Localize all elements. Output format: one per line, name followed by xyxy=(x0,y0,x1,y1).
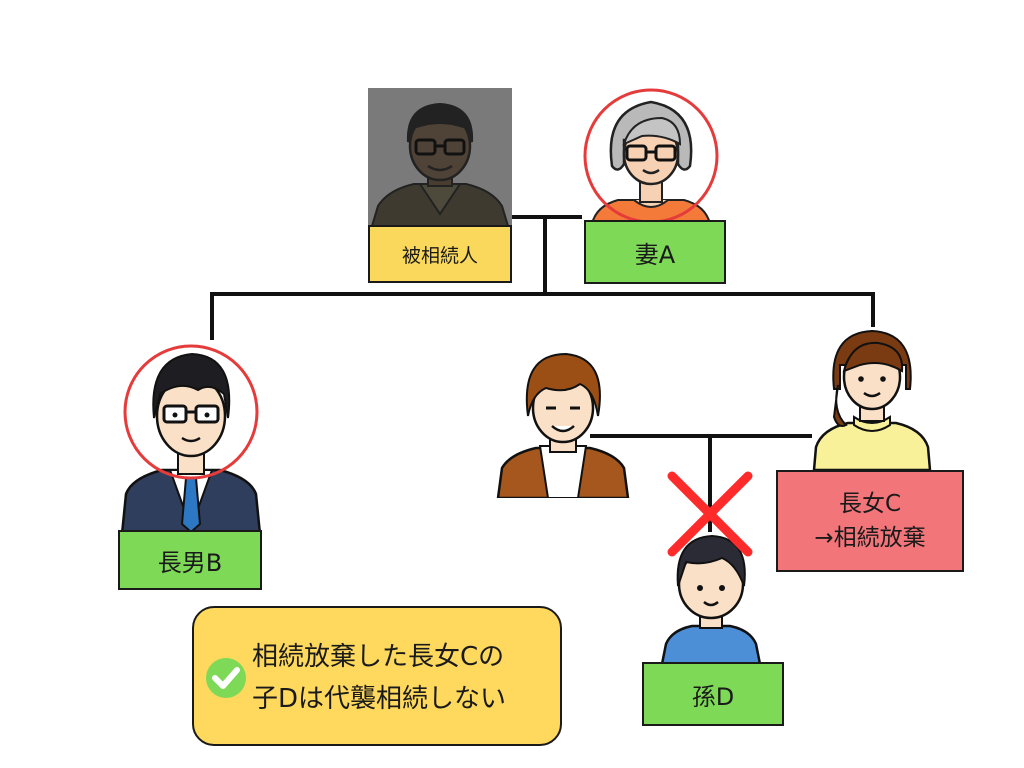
son-figure xyxy=(120,344,262,534)
deceased-man-figure xyxy=(368,88,512,226)
check-circle-icon xyxy=(206,658,246,698)
note-line-2: 子Dは代襲相続しない xyxy=(252,684,507,714)
grandchild-figure xyxy=(660,534,762,664)
eldest-daughter-label: 長女C →相続放棄 xyxy=(776,470,964,572)
note-text: 相続放棄した長女Cの 子Dは代襲相続しない xyxy=(252,636,506,720)
wife-figure xyxy=(583,88,719,224)
eldest-son-label: 長男B xyxy=(118,530,262,590)
deceased-label: 被相続人 xyxy=(368,225,512,283)
son-in-law-figure xyxy=(496,352,630,498)
grandchild-label: 孫D xyxy=(642,662,784,726)
explanation-note: 相続放棄した長女Cの 子Dは代襲相続しない xyxy=(192,606,562,746)
cross-mark-icon xyxy=(667,471,753,557)
note-line-1: 相続放棄した長女Cの xyxy=(252,642,505,672)
wife-label: 妻A xyxy=(584,220,726,284)
daughter-figure xyxy=(812,329,932,470)
